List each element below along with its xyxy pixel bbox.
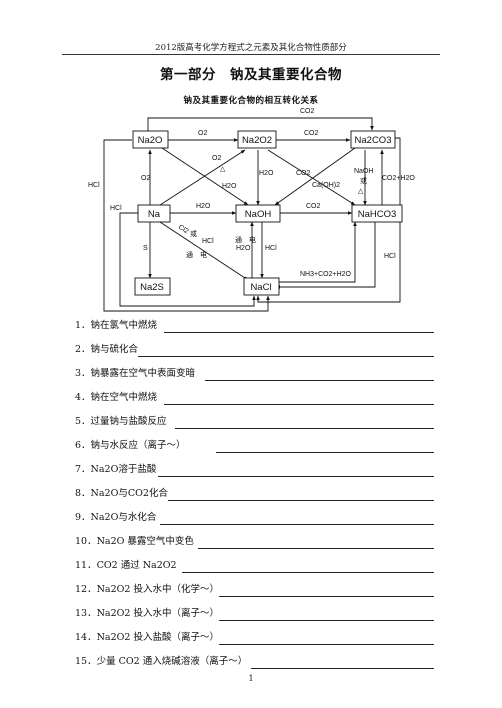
question-4: 4．钠在空气中燃烧 <box>75 392 158 403</box>
arrow-na2o-naoh <box>161 147 249 206</box>
answer-line-14[interactable] <box>219 644 434 645</box>
question-15: 15．少量 CO2 通入烧碱溶液（离子～） <box>75 656 248 667</box>
label-hcl-d: HCl <box>265 245 277 252</box>
box-nacl <box>243 277 280 296</box>
answer-line-13[interactable] <box>219 620 434 621</box>
question-1: 1．钠在氯气中燃烧 <box>75 320 158 331</box>
answer-line-5[interactable] <box>175 428 434 429</box>
question-3: 3．钠暴露在空气中表面变暗 <box>75 368 196 379</box>
label-s: S <box>143 245 148 252</box>
question-14: 14．Na2O2 投入盐酸（离子～） <box>75 632 219 643</box>
label-hcl-b: HCl <box>110 205 122 212</box>
box-nahco3 <box>351 204 403 223</box>
label-o2-a: O2 <box>198 130 207 137</box>
arrow-nacl-nahco3 <box>276 221 357 283</box>
compound-naoh: NaOH <box>245 209 272 220</box>
answer-line-15[interactable] <box>251 668 434 669</box>
compound-na2s: Na2S <box>140 282 164 293</box>
label-nh3: NH3+CO2+H2O <box>300 271 352 278</box>
label-co2-h2o: CO2+H2O <box>382 175 415 182</box>
page-title: 第一部分 钠及其重要化合物 <box>160 67 342 83</box>
arrow-na-nacl <box>159 221 249 281</box>
label-tongdian-b: 通 电 <box>235 235 256 244</box>
box-naoh <box>235 204 281 223</box>
label-co2-d: CO2 <box>306 203 321 210</box>
compound-na2co3: Na2CO3 <box>355 135 392 146</box>
box-na2o2 <box>237 130 277 149</box>
label-caoh2: Ca(OH)2 <box>312 182 340 189</box>
label-delta-a: △ <box>220 166 226 173</box>
label-or-b: 或 <box>190 229 197 238</box>
compound-nahco3: NaHCO3 <box>358 209 397 220</box>
label-naoh-or: NaOH <box>354 168 373 175</box>
question-5: 5．过量钠与盐酸反应 <box>75 416 167 427</box>
label-h2o-a: H2O <box>222 183 237 190</box>
answer-line-9[interactable] <box>160 524 434 525</box>
answer-line-7[interactable] <box>158 476 434 477</box>
header-rule <box>62 54 440 55</box>
answer-line-12[interactable] <box>219 596 434 597</box>
label-delta-b: △ <box>358 188 364 195</box>
arrow-na2o2-nahco3 <box>267 149 356 206</box>
box-na2s <box>134 277 171 296</box>
label-co2-top: CO2 <box>300 108 315 115</box>
page-number: 1 <box>248 674 254 683</box>
compound-na2o: Na2O <box>138 135 163 146</box>
label-hcl-c: HCl <box>202 238 214 245</box>
question-8: 8．Na2O与CO2化合 <box>75 488 168 499</box>
arrow-na2co3-naoh <box>274 147 356 206</box>
question-11: 11．CO2 通过 Na2O2 <box>75 560 177 571</box>
page-header: 2012版高考化学方程式之元素及其化合物性质部分 <box>155 43 347 53</box>
compound-na2o2: Na2O2 <box>242 135 272 146</box>
label-h2o-c: H2O <box>196 203 211 210</box>
label-co2-c: CO2 <box>296 170 311 177</box>
compound-na: Na <box>148 209 161 220</box>
answer-line-1[interactable] <box>164 332 434 333</box>
box-na2o <box>132 130 169 149</box>
question-13: 13．Na2O2 投入水中（离子～） <box>75 608 219 619</box>
box-na <box>137 204 171 223</box>
label-cl2: Cl2 <box>177 224 190 236</box>
answer-line-6[interactable] <box>216 452 434 453</box>
label-h2o-d: H2O <box>236 245 251 252</box>
answer-line-8[interactable] <box>168 500 434 501</box>
question-6: 6．钠与水反应（离子～） <box>75 440 186 451</box>
label-hcl-left: HCl <box>88 182 100 189</box>
label-or-a: 或 <box>360 176 367 185</box>
compound-nacl: NaCl <box>250 282 271 293</box>
answer-line-3[interactable] <box>205 380 434 381</box>
answer-line-10[interactable] <box>198 548 434 549</box>
answer-line-4[interactable] <box>164 404 434 405</box>
question-2: 2．钠与硫化合 <box>75 344 139 355</box>
label-o2-b: O2 <box>212 155 221 162</box>
answer-line-2[interactable] <box>138 356 434 357</box>
label-o2-c: O2 <box>141 175 150 182</box>
arrow-na2o-na2co3-top <box>147 117 374 132</box>
label-h2o-b: H2O <box>259 170 274 177</box>
diagram-title: 钠及其重要化合物的相互转化关系 <box>183 96 319 106</box>
label-tongdian-a: 通 电 <box>186 250 207 259</box>
label-hcl-e: HCl <box>384 253 396 260</box>
question-7: 7．Na2O溶于盐酸 <box>75 464 157 475</box>
question-9: 9．Na2O与水化合 <box>75 512 157 523</box>
question-10: 10．Na2O 暴露空气中变色 <box>75 536 194 547</box>
arrow-na-na2o2 <box>159 149 246 206</box>
answer-line-11[interactable] <box>182 572 434 573</box>
arrow-na2o-nacl-outer <box>103 139 270 312</box>
arrow-na-nacl-left <box>119 212 256 307</box>
box-na2co3 <box>350 130 396 149</box>
question-12: 12．Na2O2 投入水中（化学～） <box>75 584 219 595</box>
arrow-na2co3-nacl-outer <box>256 137 401 303</box>
arrow-nahco3-nacl <box>275 222 376 289</box>
label-co2-mid: CO2 <box>304 130 319 137</box>
